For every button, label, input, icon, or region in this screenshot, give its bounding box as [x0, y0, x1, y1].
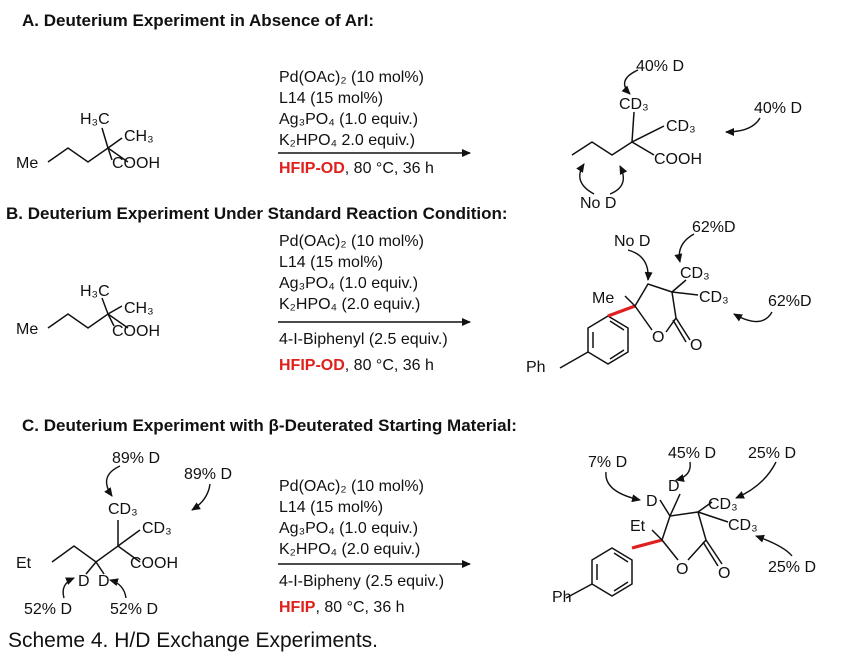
b-reagent-4: K₂HPO₄ (2.0 equiv.)	[279, 296, 420, 313]
b-reagent-1: Pd(OAc)₂ (10 mol%)	[279, 233, 424, 250]
pc-cd3-right: CD₃	[728, 517, 758, 534]
section-c-product: 7% D 45% D 25% D 25% D D D Et CD₃ CD₃ O …	[552, 445, 816, 606]
pa-annot-right: 40% D	[754, 100, 802, 117]
c-reagent-4: K₂HPO₄ (2.0 equiv.)	[279, 541, 420, 558]
section-a-title: A. Deuterium Experiment in Absence of Ar…	[22, 11, 374, 30]
sm-a-me: Me	[16, 155, 38, 172]
sm-b-cooh: COOH	[112, 323, 160, 340]
pc-annot-left: 7% D	[588, 454, 627, 471]
section-c-title: C. Deuterium Experiment with β-Deuterate…	[22, 416, 517, 435]
sm-b-ch3: CH₃	[124, 300, 154, 317]
smc-annot-bottom-right: 52% D	[110, 601, 158, 618]
a-reagent-2: L14 (15 mol%)	[279, 90, 383, 107]
b-reagent-3: Ag₃PO₄ (1.0 equiv.)	[279, 275, 418, 292]
pc-ph: Ph	[552, 589, 572, 606]
pc-cd3-top: CD₃	[708, 496, 738, 513]
sm-a-h3c: H₃C	[80, 111, 110, 128]
c-reagent-2: L14 (15 mol%)	[279, 499, 383, 516]
pc-d1: D	[668, 478, 680, 495]
smc-d1: D	[78, 573, 90, 590]
b-below-arrow: 4-I-Biphenyl (2.5 equiv.)	[279, 331, 448, 348]
a-reagent-4: K₂HPO₄ 2.0 equiv.)	[279, 132, 415, 149]
pb-annot-top: 62%D	[692, 219, 736, 236]
c-conditions: HFIP, 80 °C, 36 h	[279, 599, 405, 616]
pb-me: Me	[592, 290, 614, 307]
smc-annot-bottom-left: 52% D	[24, 601, 72, 618]
pc-annot-right: 25% D	[768, 559, 816, 576]
sm-a-ch3: CH₃	[124, 128, 154, 145]
sm-a-cooh: COOH	[112, 155, 160, 172]
pb-o-carbonyl: O	[690, 337, 702, 354]
c-reagent-3: Ag₃PO₄ (1.0 equiv.)	[279, 520, 418, 537]
pb-annot-right: 62%D	[768, 293, 812, 310]
pc-et: Et	[630, 518, 646, 535]
pa-cd3-top: CD₃	[619, 96, 649, 113]
section-b-starting-material: Me H₃C CH₃ COOH	[16, 283, 160, 340]
pb-cd3-top: CD₃	[680, 265, 710, 282]
section-c-starting-material: 89% D 89% D CD₃ CD₃ Et COOH D D 52% D 52…	[16, 450, 232, 618]
smc-cd3-top: CD₃	[108, 501, 138, 518]
a-reagent-1: Pd(OAc)₂ (10 mol%)	[279, 69, 424, 86]
sm-b-me: Me	[16, 321, 38, 338]
pb-ph: Ph	[526, 359, 546, 376]
pc-annot-top-right: 25% D	[748, 445, 796, 462]
b-reagent-2: L14 (15 mol%)	[279, 254, 383, 271]
smc-cooh: COOH	[130, 555, 178, 572]
scheme-caption: Scheme 4. H/D Exchange Experiments.	[8, 629, 378, 652]
section-a-starting-material: Me H₃C CH₃ COOH	[16, 111, 160, 172]
pc-o-carbonyl: O	[718, 565, 730, 582]
a-conditions: HFIP-OD, 80 °C, 36 h	[279, 160, 434, 177]
smc-annot-top-left: 89% D	[112, 450, 160, 467]
a-reagent-3: Ag₃PO₄ (1.0 equiv.)	[279, 111, 418, 128]
pb-cd3-right: CD₃	[699, 289, 729, 306]
pa-cooh: COOH	[654, 151, 702, 168]
smc-d2: D	[98, 573, 110, 590]
smc-et: Et	[16, 555, 32, 572]
smc-cd3-right: CD₃	[142, 520, 172, 537]
b-conditions: HFIP-OD, 80 °C, 36 h	[279, 357, 434, 374]
section-b-title: B. Deuterium Experiment Under Standard R…	[6, 204, 508, 223]
pb-o-ring: O	[652, 329, 664, 346]
smc-annot-top-right: 89% D	[184, 466, 232, 483]
pa-annot-top: 40% D	[636, 58, 684, 75]
pc-d2: D	[646, 493, 658, 510]
section-b-product: Me CD₃ CD₃ O O Ph No D 62%D 62%D	[526, 219, 812, 376]
c-below-arrow: 4-I-Bipheny (2.5 equiv.)	[279, 573, 444, 590]
pc-o-ring: O	[676, 561, 688, 578]
pb-annot-no-d: No D	[614, 233, 650, 250]
sm-b-h3c: H₃C	[80, 283, 110, 300]
section-a-product: CD₃ CD₃ COOH 40% D 40% D No D	[571, 58, 802, 212]
pc-annot-middle: 45% D	[668, 445, 716, 462]
pa-annot-bottom: No D	[580, 195, 616, 212]
pa-cd3-right: CD₃	[666, 118, 696, 135]
c-reagent-1: Pd(OAc)₂ (10 mol%)	[279, 478, 424, 495]
